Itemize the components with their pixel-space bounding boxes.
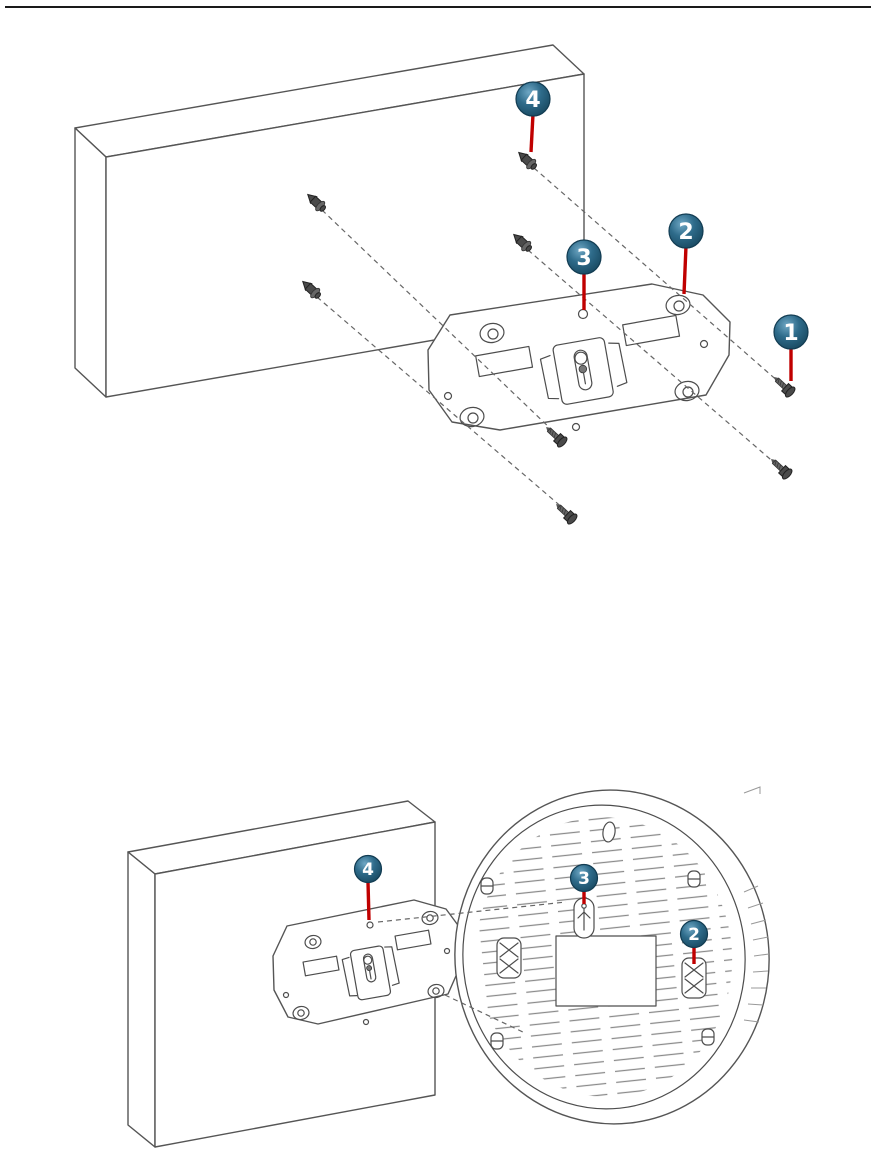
mounting-screw-3 [546, 427, 568, 448]
bracket-keyhole-assembly [539, 337, 628, 405]
wall-anchor-4 [302, 280, 321, 299]
mounted-bracket-small-holes [282, 921, 451, 1026]
mounted-bracket [272, 899, 464, 1026]
device-keyhole-slot [573, 897, 595, 939]
alignment-dashed-lines [316, 167, 781, 510]
callout-4-label: 4 [525, 88, 540, 113]
wall-anchor-3 [513, 233, 532, 252]
callout-3-bottom-badge [569, 863, 599, 893]
callout-4: 4 [515, 81, 551, 153]
callout-3-bottom: 3 [569, 863, 599, 904]
callout-3: 3 [566, 239, 602, 310]
device-side-vents [743, 885, 770, 1023]
mounted-bracket-slots [302, 929, 432, 977]
callout-2-bottom-badge [679, 919, 709, 949]
mounted-bracket-keyhole [341, 945, 400, 1001]
callout-2: 2 [668, 213, 704, 295]
callout-1-label: 1 [783, 321, 798, 346]
device-hook-cutouts [480, 870, 715, 1050]
figure-bracket-wall-installation: 4 2 3 1 [74, 44, 809, 525]
callout-2-bottom-label: 2 [688, 925, 700, 945]
callout-4-bottom-label: 4 [362, 860, 374, 880]
mounting-screw-1 [774, 377, 796, 398]
page-artifact-mark [743, 786, 761, 794]
callout-1-badge [773, 314, 809, 350]
callout-2-badge [668, 213, 704, 249]
callout-4-bottom-badge [353, 854, 383, 884]
figure-device-attachment: 4 3 2 [127, 786, 770, 1148]
device-label-area [555, 935, 657, 1007]
mounting-screw-4 [556, 504, 578, 525]
page-top-rule [5, 6, 871, 8]
callout-1: 1 [773, 314, 809, 381]
callout-3-bottom-label: 3 [578, 869, 590, 889]
mounted-bracket-screw-holes [292, 910, 445, 1021]
callout-4-badge [515, 81, 551, 117]
access-point-device [454, 789, 770, 1125]
callout-3-badge [566, 239, 602, 275]
callout-2-bottom: 2 [679, 919, 709, 964]
device-lock-tab-left [496, 937, 522, 979]
wall-anchor-2 [307, 193, 326, 212]
mounting-screw-2 [771, 459, 793, 480]
device-led-window [602, 821, 616, 843]
callout-2-label: 2 [678, 220, 693, 245]
attachment-dashed-lines [377, 901, 567, 1034]
callout-4-bottom: 4 [353, 854, 383, 921]
mounting-bracket [427, 283, 731, 432]
callout-3-label: 3 [576, 246, 591, 271]
bracket-screw-holes [459, 294, 700, 428]
bracket-slots [475, 314, 681, 378]
wall-anchor-1 [518, 151, 537, 170]
